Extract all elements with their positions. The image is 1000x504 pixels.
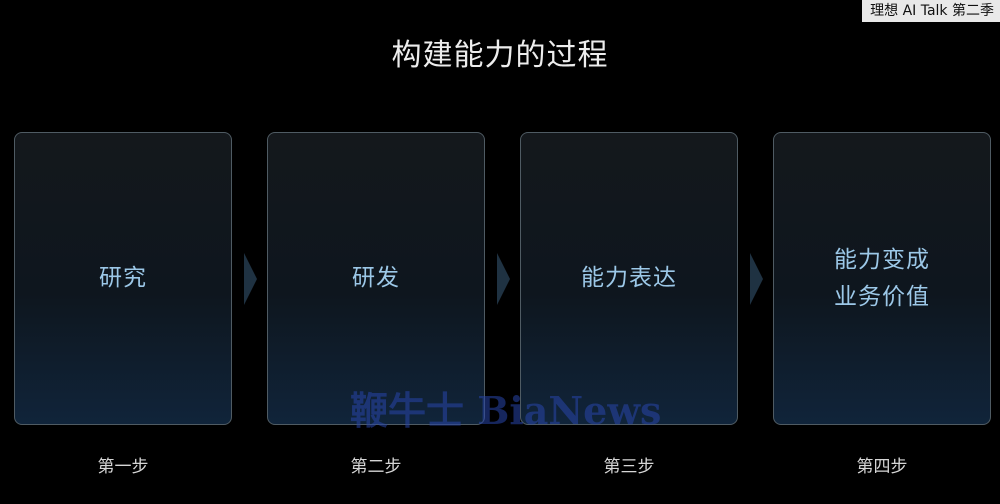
- step-card-2-label: 研发: [352, 265, 400, 291]
- page-title: 构建能力的过程: [391, 38, 609, 73]
- step-card-4-label: 能力变成 业务价值: [834, 246, 930, 310]
- step-caption-3: 第三步: [603, 457, 655, 477]
- watermark: 鞭牛士 BiaNews: [350, 388, 662, 433]
- chevron-right-icon: [750, 253, 763, 305]
- step-card-4: 能力变成 业务价值: [773, 132, 991, 425]
- chevron-right-icon: [244, 253, 257, 305]
- step-caption-4: 第四步: [856, 457, 908, 477]
- step-caption-1: 第一步: [97, 457, 149, 477]
- step-card-3-label: 能力表达: [581, 265, 677, 291]
- series-badge: 理想 AI Talk 第二季: [862, 0, 1000, 22]
- step-card-2: 研发: [267, 132, 485, 425]
- step-card-1: 研究: [14, 132, 232, 425]
- step-card-1-label: 研究: [99, 265, 147, 291]
- chevron-right-icon: [497, 253, 510, 305]
- step-caption-2: 第二步: [350, 457, 402, 477]
- step-card-3: 能力表达: [520, 132, 738, 425]
